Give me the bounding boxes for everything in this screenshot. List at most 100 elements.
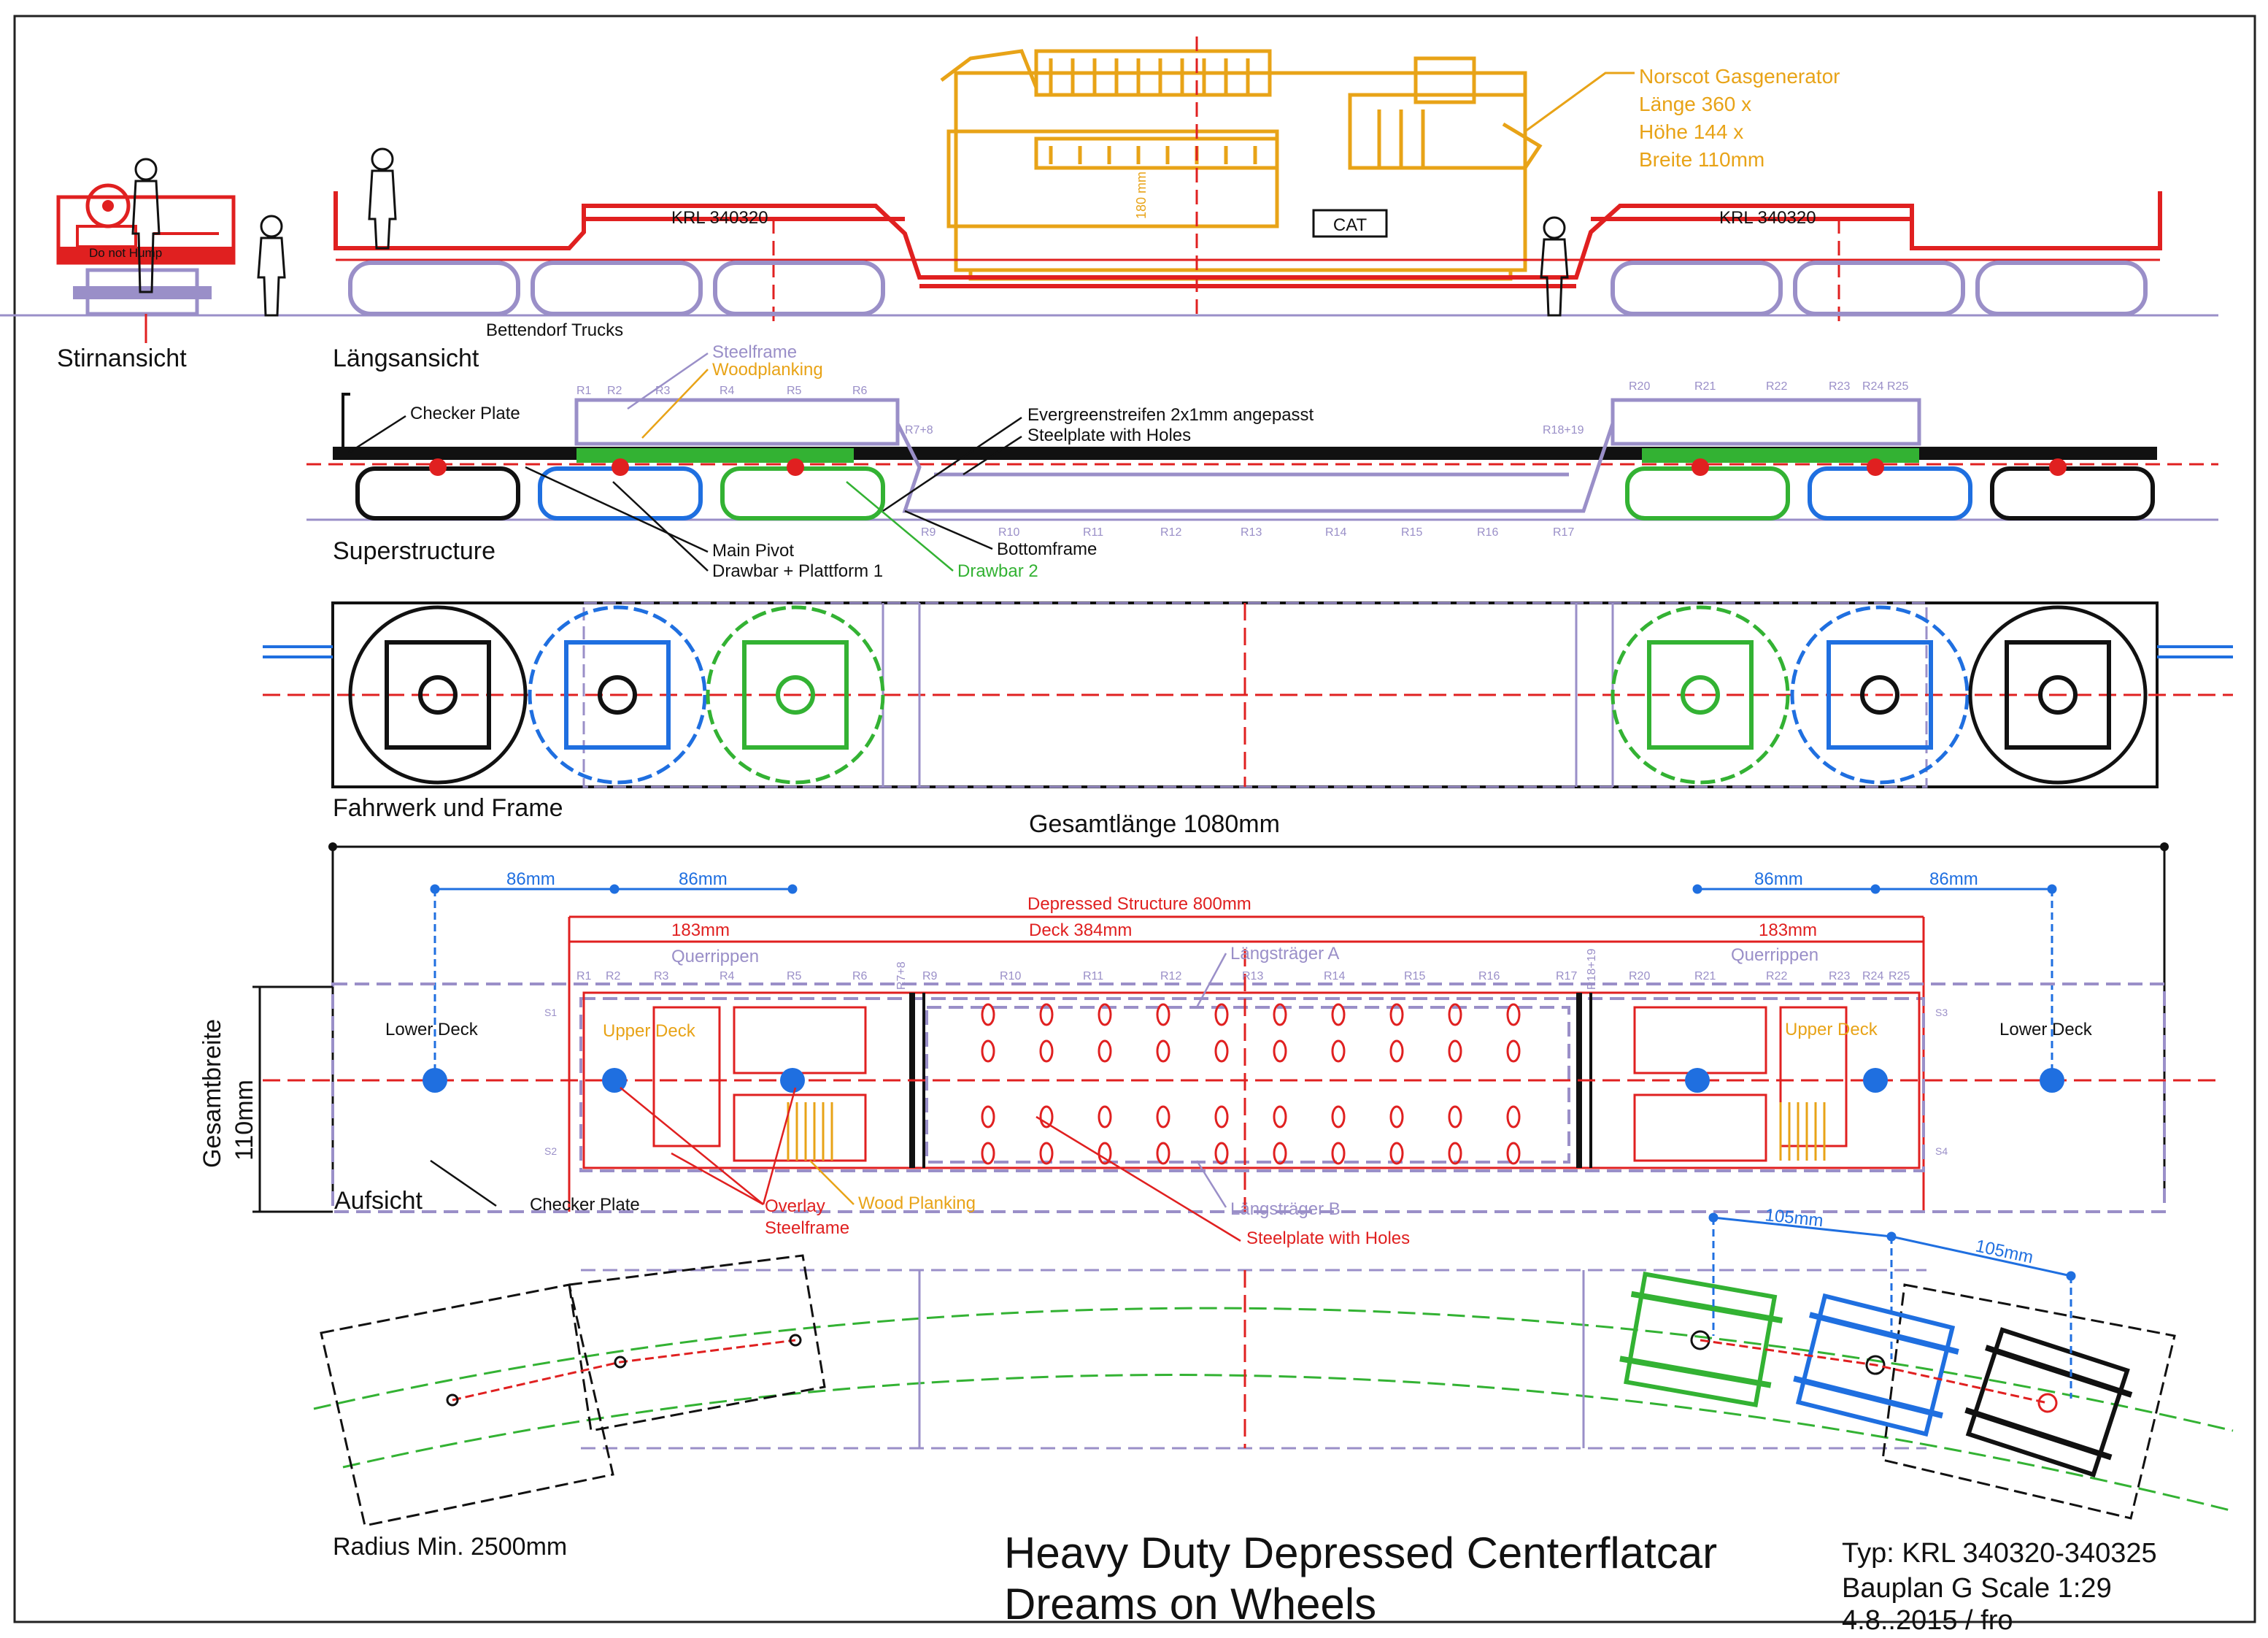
- svg-text:S4: S4: [1935, 1145, 1948, 1157]
- type-label: Typ: KRL 340320-340325: [1842, 1538, 2157, 1569]
- svg-text:R21: R21: [1694, 970, 1716, 983]
- main-pivot-label: Main Pivot: [712, 541, 794, 561]
- bogies-side: [348, 261, 2148, 316]
- svg-text:R2: R2: [607, 385, 622, 397]
- evergreen-label: Evergreenstreifen 2x1mm angepasst: [1027, 405, 1314, 425]
- super-rib-labels: R1 R2 R3 R4 R5 R6 R7+8 R9 R10 R11 R12 R1…: [576, 380, 1908, 539]
- svg-text:R2: R2: [606, 970, 621, 983]
- load-length: Länge 360 x: [1639, 93, 1751, 115]
- overlay-steelframe-label: Steelframe: [765, 1218, 849, 1238]
- dim-86-a: 86mm: [506, 869, 555, 889]
- svg-text:R17: R17: [1553, 526, 1574, 539]
- svg-text:R6: R6: [852, 385, 868, 397]
- svg-text:R13: R13: [1241, 526, 1262, 539]
- svg-text:R10: R10: [1000, 970, 1021, 983]
- svg-text:R1: R1: [576, 970, 592, 983]
- dim-86-d: 86mm: [1929, 869, 1978, 889]
- svg-text:R5: R5: [787, 970, 802, 983]
- load-height: Höhe 144 x: [1639, 120, 1743, 143]
- svg-text:R5: R5: [787, 385, 802, 397]
- top-view: [252, 842, 2218, 1213]
- svg-text:R12: R12: [1160, 526, 1181, 539]
- drawing-title: Heavy Duty Depressed Centerflatcar: [1004, 1529, 1717, 1577]
- drawbar2-label: Drawbar 2: [957, 561, 1038, 581]
- chassis-view: [263, 601, 2233, 788]
- svg-text:R23: R23: [1829, 380, 1850, 393]
- super-checker-plate-label: Checker Plate: [410, 404, 520, 423]
- svg-text:R1: R1: [576, 385, 592, 397]
- svg-text:R12: R12: [1160, 970, 1181, 983]
- svg-text:R14: R14: [1325, 526, 1346, 539]
- load-width: Breite 110mm: [1639, 148, 1764, 171]
- overall-width-label: Gesamtbreite: [198, 1019, 226, 1168]
- svg-text:S3: S3: [1935, 1007, 1948, 1018]
- svg-text:R11: R11: [1083, 970, 1103, 983]
- svg-text:R17: R17: [1556, 970, 1577, 983]
- super-leader-lines: [348, 352, 1022, 572]
- svg-text:R13: R13: [1242, 970, 1263, 983]
- svg-text:R14: R14: [1324, 970, 1345, 983]
- do-not-hump-label: Do not Hump: [89, 246, 162, 260]
- upper-deck-right: Upper Deck: [1785, 1020, 1878, 1039]
- curve-view: [313, 1212, 2234, 1527]
- end-view-label: Stirnansicht: [57, 345, 187, 372]
- querrippen-left: Querrippen: [671, 947, 759, 966]
- plan-checker-plate-label: Checker Plate: [530, 1195, 640, 1215]
- svg-text:R9: R9: [921, 526, 936, 539]
- dim-105-a: 105mm: [1764, 1205, 1824, 1231]
- car-number-left: KRL 340320: [671, 208, 768, 228]
- scale-label: Bauplan G Scale 1:29: [1842, 1573, 2112, 1604]
- scale-figures-side: [368, 147, 1569, 317]
- svg-text:R4: R4: [720, 970, 735, 983]
- plan-rib-labels: R1 R2 R3 R4 R5 R6 R7+8 R9 R10 R11 R12 R1…: [576, 948, 1910, 990]
- depressed-structure-label: Depressed Structure 800mm: [1027, 894, 1251, 914]
- superstructure-view: [306, 393, 2218, 521]
- wood-planking-label: Wood Planking: [858, 1193, 976, 1213]
- overall-length-label: Gesamtlänge 1080mm: [1029, 810, 1280, 838]
- car-body-side: [333, 36, 2162, 321]
- svg-text:CAT: CAT: [1333, 215, 1368, 235]
- dim-183-right: 183mm: [1759, 920, 1817, 940]
- chassis-view-label: Fahrwerk und Frame: [333, 794, 563, 822]
- svg-text:R9: R9: [922, 970, 938, 983]
- svg-text:R21: R21: [1694, 380, 1716, 393]
- end-view: Do not Hump: [0, 158, 306, 343]
- svg-text:R20: R20: [1629, 380, 1650, 393]
- svg-text:R16: R16: [1477, 526, 1498, 539]
- dim-105-b: 105mm: [1974, 1236, 2035, 1267]
- upper-deck-left: Upper Deck: [603, 1021, 696, 1041]
- svg-text:R23: R23: [1829, 970, 1850, 983]
- bottomframe-label: Bottomframe: [997, 539, 1097, 559]
- svg-text:R25: R25: [1887, 380, 1908, 393]
- plan-leader-lines: [430, 1087, 1241, 1242]
- svg-text:R18+19: R18+19: [1586, 948, 1598, 990]
- curve-view-label: Radius Min. 2500mm: [333, 1533, 567, 1561]
- dim-86-b: 86mm: [679, 869, 728, 889]
- svg-text:S2: S2: [544, 1145, 557, 1157]
- svg-text:R4: R4: [720, 385, 735, 397]
- svg-text:R22: R22: [1766, 970, 1787, 983]
- bettendorf-trucks-label: Bettendorf Trucks: [486, 320, 623, 340]
- svg-text:R22: R22: [1766, 380, 1787, 393]
- svg-text:R10: R10: [998, 526, 1019, 539]
- drawing-subtitle: Dreams on Wheels: [1004, 1580, 1376, 1629]
- dim-183-left: 183mm: [671, 920, 730, 940]
- side-view: CAT 180 mm KRL: [306, 36, 2218, 340]
- svg-text:R15: R15: [1404, 970, 1425, 983]
- querrippen-right: Querrippen: [1731, 945, 1818, 965]
- side-view-label: Längsansicht: [333, 345, 479, 372]
- svg-text:R6: R6: [852, 970, 868, 983]
- svg-text:R16: R16: [1478, 970, 1500, 983]
- overlay-label: Overlay: [765, 1196, 825, 1216]
- svg-text:R18+19: R18+19: [1543, 424, 1584, 437]
- generator-load: [940, 49, 1543, 281]
- load-height-mark: 180 mm: [1134, 172, 1149, 219]
- load-marking-box: CAT: [1312, 209, 1388, 238]
- svg-text:R7+8: R7+8: [895, 961, 908, 990]
- svg-text:R25: R25: [1889, 970, 1910, 983]
- date-label: 4.8..2015 / fro: [1842, 1605, 2013, 1636]
- deck-384-label: Deck 384mm: [1029, 920, 1132, 940]
- svg-text:R15: R15: [1401, 526, 1422, 539]
- svg-text:S1: S1: [544, 1007, 557, 1018]
